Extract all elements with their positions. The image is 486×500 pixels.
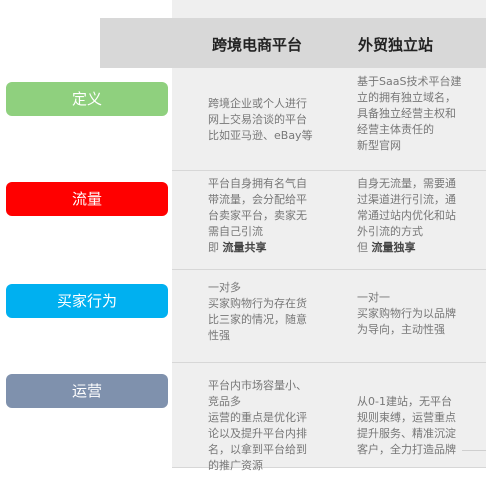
cell-line: 比三家的情况，随意 (208, 313, 307, 326)
cell-line: 买家购物行为以品牌 (357, 307, 456, 320)
cell-line: 提升服务、精准沉淀 (357, 427, 456, 440)
cell-definition-site: 基于SaaS技术平台建 立的拥有独立域名， 具备独立经营主权和 经营主体责任的 … (357, 74, 461, 154)
cell-line: 论以及提升平台内排 (208, 427, 307, 440)
cell-line: 跨境企业或个人进行 (208, 97, 307, 110)
header-cross-border-platform: 跨境电商平台 (212, 36, 303, 54)
cell-line: 台卖家平台，卖家无 (208, 209, 307, 222)
cell-prefix: 即 (208, 241, 219, 254)
cell-line: 比如亚马逊、eBay等 (208, 129, 313, 142)
row-divider (172, 362, 486, 363)
label-definition: 定义 (6, 82, 168, 116)
cell-line: 即 流量共享 (208, 240, 307, 256)
row-divider (172, 467, 486, 468)
cell-line: 过渠道进行引流，通 (357, 193, 456, 206)
cell-line: 一对一 (357, 291, 390, 304)
row-divider (172, 269, 486, 270)
cell-line: 运营的重点是优化评 (208, 411, 307, 424)
cell-operation-site: 从0-1建站，无平台 规则束缚，运营重点 提升服务、精准沉淀 客户，全力打造品牌 (357, 394, 456, 458)
cell-line: 性强 (208, 329, 230, 342)
label-operation: 运营 (6, 374, 168, 408)
comparison-table (172, 0, 486, 468)
cell-line: 名，以拿到平台给到 (208, 443, 307, 456)
cell-line: 从0-1建站，无平台 (357, 395, 452, 408)
cell-line: 买家购物行为存在货 (208, 297, 307, 310)
cell-line: 一对多 (208, 281, 241, 294)
cell-traffic-site: 自身无流量，需要通 过渠道进行引流，通 常通过站内优化和站 外引流的方式 但 流… (357, 176, 456, 256)
cell-line: 基于SaaS技术平台建 (357, 75, 462, 88)
cell-buyer-platform: 一对多 买家购物行为存在货 比三家的情况，随意 性强 (208, 280, 307, 344)
cell-line: 但 流量独享 (357, 240, 456, 256)
header-independent-site: 外贸独立站 (358, 36, 434, 54)
cell-line: 规则束缚，运营重点 (357, 411, 456, 424)
table-header (100, 18, 486, 68)
cell-line: 具备独立经营主权和 (357, 107, 456, 120)
edge-line (462, 450, 486, 451)
cell-line: 带流量，会分配给平 (208, 193, 307, 206)
traffic-shared-emphasis: 流量共享 (222, 241, 267, 254)
cell-line: 自身无流量，需要通 (357, 177, 456, 190)
cell-operation-platform: 平台内市场容量小、 竞品多 运营的重点是优化评 论以及提升平台内排 名，以拿到平… (208, 378, 307, 474)
cell-line: 常通过站内优化和站 (357, 209, 456, 222)
cell-line: 的推广资源 (208, 459, 263, 472)
cell-line: 竞品多 (208, 395, 241, 408)
cell-buyer-site: 一对一 买家购物行为以品牌 为导向，主动性强 (357, 290, 456, 338)
cell-line: 平台内市场容量小、 (208, 379, 307, 392)
cell-definition-platform: 跨境企业或个人进行 网上交易洽谈的平台 比如亚马逊、eBay等 (208, 96, 313, 144)
cell-line: 为导向，主动性强 (357, 323, 445, 336)
label-buyer-behavior: 买家行为 (6, 284, 168, 318)
cell-line: 网上交易洽谈的平台 (208, 113, 307, 126)
cell-traffic-platform: 平台自身拥有名气自 带流量，会分配给平 台卖家平台，卖家无 需自己引流 即 流量… (208, 176, 307, 256)
traffic-exclusive-emphasis: 流量独享 (371, 241, 416, 254)
row-divider (172, 170, 486, 171)
cell-line: 外引流的方式 (357, 225, 423, 238)
cell-line: 经营主体责任的 (357, 123, 434, 136)
cell-line: 立的拥有独立域名， (357, 91, 456, 104)
cell-line: 新型官网 (357, 139, 401, 152)
cell-line: 客户，全力打造品牌 (357, 443, 456, 456)
cell-line: 需自己引流 (208, 225, 263, 238)
cell-line: 平台自身拥有名气自 (208, 177, 307, 190)
label-traffic: 流量 (6, 182, 168, 216)
cell-prefix: 但 (357, 241, 368, 254)
